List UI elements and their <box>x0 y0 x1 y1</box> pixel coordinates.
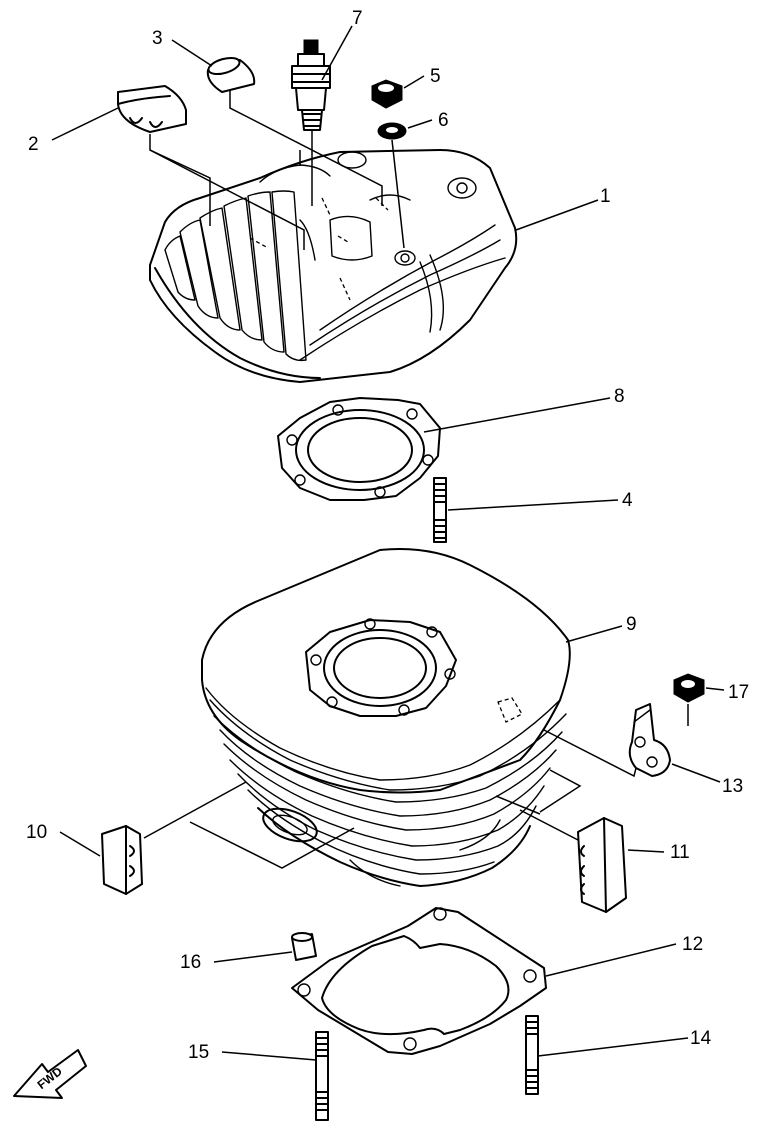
base-gasket-12 <box>291 907 547 1055</box>
stud-bolt-15 <box>315 1031 329 1121</box>
damper-rubber-10 <box>101 825 143 895</box>
callout-10: 10 <box>26 822 47 843</box>
stud-bolt-14 <box>525 1015 539 1095</box>
cap-3 <box>206 56 256 93</box>
callout-4: 4 <box>622 490 633 511</box>
callout-16: 16 <box>180 952 201 973</box>
callout-9: 9 <box>626 614 637 635</box>
washer-6 <box>377 122 407 140</box>
head-gasket-8 <box>277 397 441 501</box>
cylinder-head <box>149 149 518 383</box>
callout-14: 14 <box>690 1028 712 1049</box>
callout-11: 11 <box>670 842 690 863</box>
damper-rubber-2 <box>117 85 187 133</box>
callout-1: 1 <box>600 186 611 207</box>
dowel-pin-16 <box>291 932 317 961</box>
fwd-arrow-icon: FWD <box>13 1049 87 1099</box>
spark-plug-7 <box>291 39 331 131</box>
leader-lines <box>51 25 725 1061</box>
callout-2: 2 <box>28 134 39 155</box>
callout-15: 15 <box>188 1042 209 1063</box>
cylinder-9 <box>201 548 571 887</box>
callout-12: 12 <box>682 934 703 955</box>
nut-5 <box>371 79 403 109</box>
damper-rubber-11 <box>577 817 627 913</box>
callout-7: 7 <box>352 8 363 29</box>
callout-8: 8 <box>614 386 625 407</box>
nut-17 <box>673 673 705 703</box>
stud-bolt-4 <box>433 477 447 543</box>
callout-6: 6 <box>438 110 449 131</box>
callout-labels: 1 2 3 4 5 6 7 8 9 10 11 12 13 14 15 16 1… <box>26 8 749 1063</box>
bracket-13 <box>628 703 671 777</box>
callout-3: 3 <box>152 28 163 49</box>
callout-13: 13 <box>722 776 743 797</box>
callout-17: 17 <box>728 682 749 703</box>
callout-5: 5 <box>430 66 441 87</box>
